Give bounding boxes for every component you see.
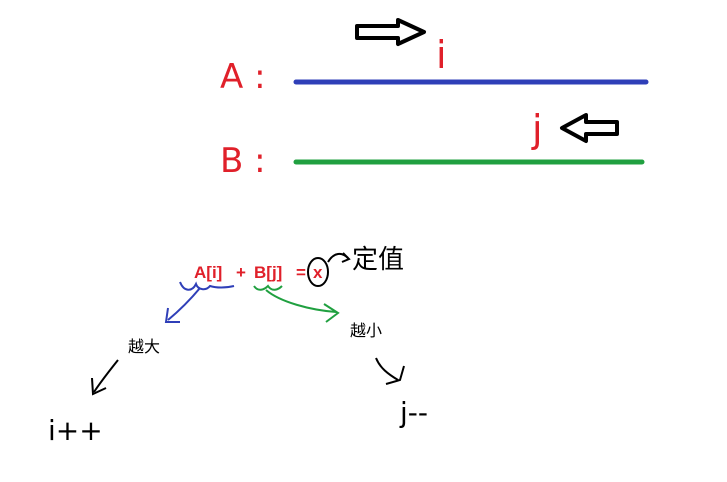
equation-equals: = <box>296 263 306 282</box>
right-result: j-- <box>399 396 428 429</box>
constant-note: 定值 <box>352 245 404 275</box>
x-to-note-arrowhead <box>341 252 351 263</box>
pointer-i-label: i <box>436 33 447 77</box>
larger-to-result-arrow <box>93 359 119 393</box>
equation-b-term: B[j] <box>254 263 282 282</box>
smaller-label: 越小 <box>350 321 382 340</box>
a-term-underline <box>179 281 235 291</box>
smaller-to-result-arrow <box>375 357 399 381</box>
arrow-left-icon <box>560 113 619 143</box>
equation-plus: + <box>236 263 246 282</box>
equation-a-term: A[i] <box>194 263 222 282</box>
smaller-branch-arrow <box>265 289 337 313</box>
smaller-to-result-arrowhead <box>385 365 405 385</box>
arrow-right-icon <box>355 18 426 46</box>
larger-branch-arrowhead <box>164 307 180 323</box>
smaller-branch-arrowhead <box>323 303 340 323</box>
b-term-underline <box>253 284 283 291</box>
x-circle <box>307 257 329 287</box>
larger-label: 越大 <box>128 337 160 356</box>
left-result: i++ <box>48 414 103 447</box>
equation-x: x <box>313 263 323 282</box>
larger-branch-arrow <box>167 287 201 321</box>
pointer-j-label: j <box>531 107 543 151</box>
larger-to-result-arrowhead <box>91 377 107 396</box>
array-b-label: B : <box>220 141 266 181</box>
array-a-label: A : <box>220 57 266 97</box>
